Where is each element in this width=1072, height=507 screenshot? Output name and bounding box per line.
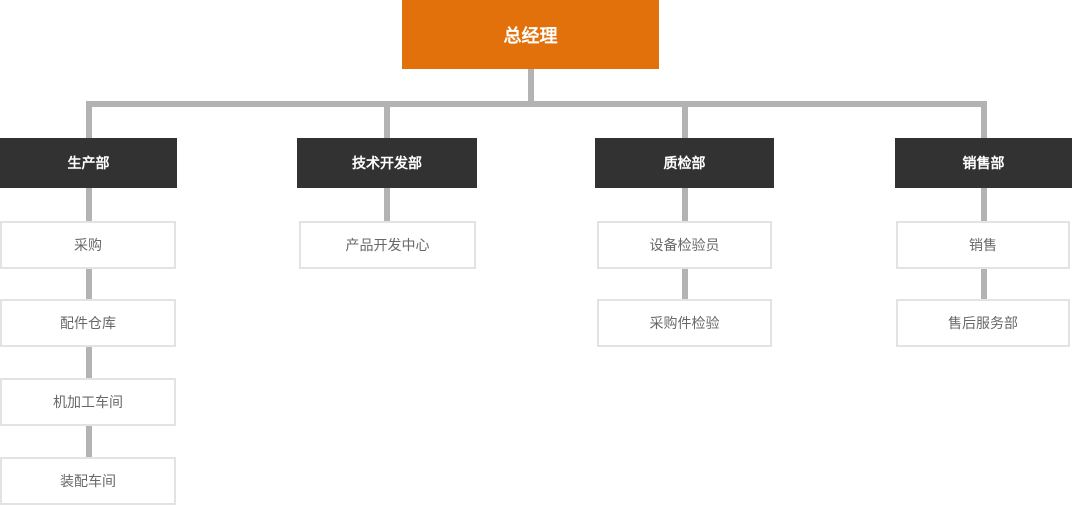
- node-product-dev-center: 产品开发中心: [299, 221, 476, 269]
- node-dept-sales: 销售部: [895, 138, 1072, 188]
- connector-drop-production: [86, 101, 92, 138]
- node-purchased-parts-inspection: 采购件检验: [597, 299, 772, 347]
- node-dept-quality-inspection: 质检部: [595, 138, 774, 188]
- connector-col2-2: [682, 269, 688, 299]
- node-machining-workshop: 机加工车间: [0, 378, 176, 426]
- connector-col2-1: [682, 188, 688, 221]
- connector-col0-1: [86, 188, 92, 221]
- connector-col3-2: [981, 269, 987, 299]
- connector-drop-tech: [384, 101, 390, 138]
- connector-col0-2: [86, 269, 92, 299]
- connector-drop-sales: [981, 101, 987, 138]
- node-after-sales-service: 售后服务部: [896, 299, 1070, 347]
- node-purchasing: 采购: [0, 221, 176, 269]
- connector-drop-qc: [682, 101, 688, 138]
- connector-root-stem: [528, 69, 534, 107]
- connector-col0-3: [86, 347, 92, 378]
- node-equipment-inspector: 设备检验员: [597, 221, 772, 269]
- node-dept-tech-development: 技术开发部: [297, 138, 477, 188]
- node-dept-production: 生产部: [0, 138, 177, 188]
- connector-col1-1: [384, 188, 390, 221]
- node-assembly-workshop: 装配车间: [0, 457, 176, 505]
- connector-col3-1: [981, 188, 987, 221]
- node-general-manager: 总经理: [402, 0, 659, 69]
- connector-horizontal-bar: [86, 101, 986, 107]
- connector-col0-4: [86, 426, 92, 457]
- node-sales: 销售: [896, 221, 1070, 269]
- node-parts-warehouse: 配件仓库: [0, 299, 176, 347]
